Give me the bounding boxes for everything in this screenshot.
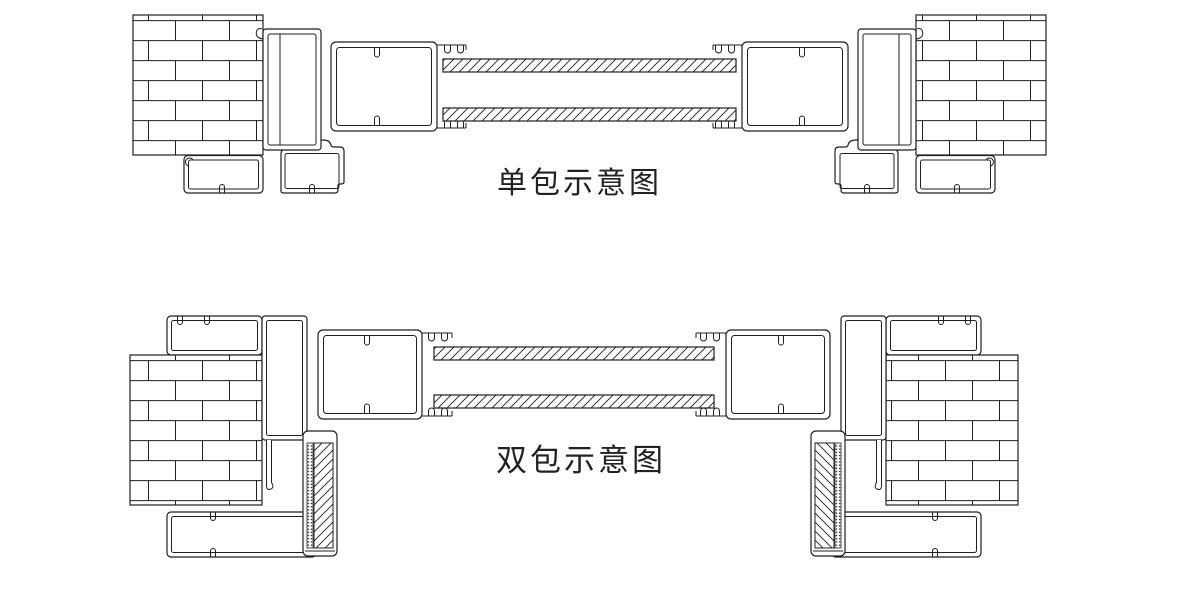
t-slot bbox=[364, 403, 370, 414]
gasket-channel bbox=[302, 430, 338, 557]
sandwich-panel bbox=[442, 58, 737, 122]
gasket-stipple-strip bbox=[306, 442, 314, 549]
t-slot bbox=[374, 115, 380, 126]
interior-wrap-profile bbox=[166, 511, 317, 558]
panel-skin-bottom bbox=[433, 394, 715, 409]
single-wrap-left-half bbox=[132, 14, 467, 194]
panel-skin-top bbox=[433, 346, 715, 361]
single-wrap-caption: 单包示意图 bbox=[497, 166, 662, 201]
insulating-core bbox=[313, 442, 334, 549]
single-wrap-right-half bbox=[712, 14, 1047, 194]
t-slot bbox=[204, 316, 210, 325]
frame-jamb-profile bbox=[261, 315, 308, 490]
foot-notch bbox=[210, 548, 216, 557]
double-wrap-left-half bbox=[129, 315, 453, 558]
single-wrap-diagram bbox=[132, 14, 1047, 194]
brick-wall bbox=[129, 354, 263, 506]
sandwich-panel bbox=[433, 346, 715, 409]
double-wrap-right-half bbox=[695, 315, 1019, 558]
frame-jamb-profile bbox=[255, 27, 322, 151]
t-slot bbox=[210, 512, 216, 521]
panel-skin-bottom bbox=[442, 107, 737, 122]
exterior-wrap-profile bbox=[166, 315, 263, 356]
foot-notch bbox=[309, 184, 315, 193]
wrap-hook bbox=[255, 27, 264, 40]
t-slot bbox=[374, 47, 380, 58]
brick-wall bbox=[132, 14, 264, 156]
double-wrap-caption: 双包示意图 bbox=[496, 443, 666, 479]
t-slot bbox=[364, 335, 370, 346]
sash-profile bbox=[330, 41, 438, 132]
foot-notch bbox=[219, 184, 225, 193]
t-slot bbox=[177, 316, 183, 325]
jamb-tongue bbox=[265, 440, 274, 490]
hook-detail bbox=[185, 157, 194, 167]
panel-skin-top bbox=[442, 58, 737, 73]
sash-profile bbox=[317, 329, 423, 420]
double-wrap-diagram bbox=[129, 315, 1019, 558]
